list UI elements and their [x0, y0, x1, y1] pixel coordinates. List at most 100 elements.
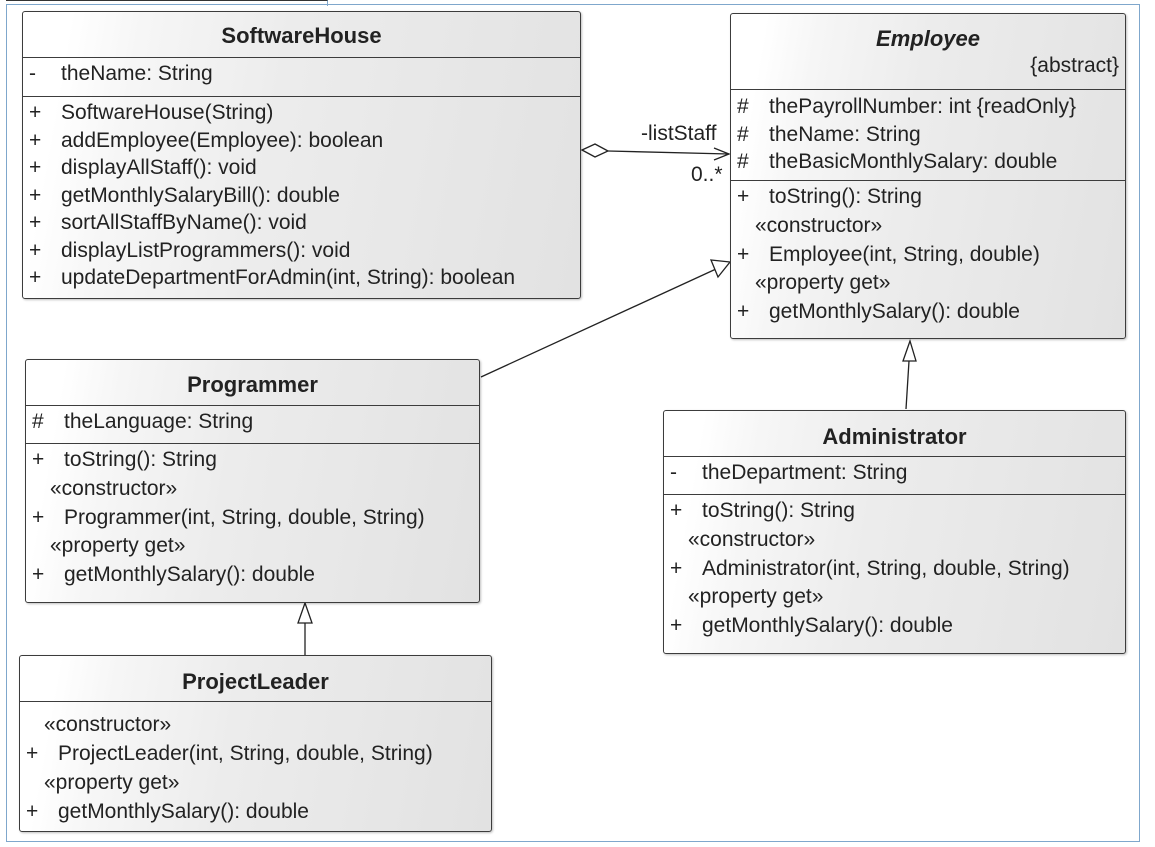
- attribute-row: - theDepartment: String: [664, 459, 1125, 487]
- association-role-label: -listStaff: [641, 122, 717, 145]
- visibility-marker: +: [737, 242, 750, 266]
- class-softwarehouse[interactable]: SoftwareHouse - theName: String +Softwar…: [22, 11, 581, 299]
- property-get-stereotype: «property get»: [688, 585, 824, 608]
- operation-row: +getMonthlySalary(): double: [664, 612, 1125, 640]
- visibility-marker: +: [670, 499, 683, 522]
- visibility-marker: +: [29, 128, 42, 152]
- attribute-text: theBasicMonthlySalary: double: [769, 150, 1058, 173]
- class-name: Administrator: [822, 424, 967, 449]
- attribute-row: - theName: String: [23, 60, 580, 88]
- visibility-marker: +: [32, 563, 45, 586]
- property-get-stereotype: «property get»: [50, 534, 186, 557]
- visibility-marker: #: [32, 410, 44, 433]
- class-header: Programmer: [26, 360, 479, 406]
- visibility-marker: +: [29, 183, 42, 207]
- class-employee[interactable]: Employee {abstract} #thePayrollNumber: i…: [730, 13, 1126, 339]
- operation-text: displayAllStaff(): void: [61, 156, 257, 179]
- class-header: ProjectLeader: [20, 656, 491, 702]
- class-header: Administrator: [664, 411, 1125, 457]
- operation-row: + getMonthlySalary(): double: [20, 798, 491, 826]
- class-projectleader[interactable]: ProjectLeader «constructor» + ProjectLead…: [19, 655, 492, 832]
- class-name: Employee: [876, 26, 980, 51]
- visibility-marker: +: [29, 266, 42, 289]
- operations-compartment: +toString(): String «constructor» + Progr…: [26, 444, 479, 592]
- attribute-text: theName: String: [769, 122, 921, 146]
- operations-compartment: «constructor» + ProjectLeader(int, String…: [20, 702, 491, 828]
- constructor-stereotype: «constructor»: [50, 476, 178, 500]
- visibility-marker: -: [670, 461, 677, 484]
- operation-row: + addEmployee(Employee): boolean: [23, 127, 580, 155]
- class-administrator[interactable]: Administrator - theDepartment: String + to…: [663, 410, 1126, 654]
- visibility-marker: +: [737, 185, 750, 208]
- property-get-stereotype: «property get»: [44, 770, 180, 794]
- visibility-marker: #: [737, 95, 749, 118]
- attribute-text: theName: String: [61, 62, 213, 85]
- diagram-frame: [6, 4, 1140, 842]
- visibility-marker: #: [737, 122, 749, 146]
- operation-text: Programmer(int, String, double, String): [64, 505, 425, 529]
- operation-row: + toString(): String: [731, 183, 1125, 211]
- constructor-stereotype: «constructor»: [44, 713, 172, 736]
- operation-text: toString(): String: [702, 499, 855, 522]
- visibility-marker: +: [29, 101, 42, 124]
- class-programmer[interactable]: Programmer # theLanguage: String +toStrin…: [25, 359, 480, 603]
- constructor-stereotype: «constructor»: [688, 527, 816, 551]
- attribute-row: # theBasicMonthlySalary: double: [731, 148, 1125, 176]
- operation-text: getMonthlySalary(): double: [58, 799, 309, 823]
- operation-text: ProjectLeader(int, String, double, Strin…: [58, 742, 433, 765]
- attribute-text: theDepartment: String: [702, 461, 908, 484]
- attribute-row: # theName: String: [731, 121, 1125, 149]
- operation-row: + sortAllStaffByName(): void: [23, 209, 580, 237]
- operation-row: + Employee(int, String, double): [731, 241, 1125, 269]
- attribute-row: # theLanguage: String: [26, 408, 479, 436]
- operation-text: Employee(int, String, double): [769, 242, 1040, 266]
- generalization-programmer-arrowhead: [709, 259, 732, 279]
- generalization-administrator-line: [905, 360, 910, 410]
- visibility-marker: +: [29, 156, 42, 179]
- operation-text: toString(): String: [769, 185, 922, 208]
- operation-row: + displayListProgrammers(): void: [23, 237, 580, 265]
- diagram-frame-tab: [6, 0, 328, 6]
- operation-text: addEmployee(Employee): boolean: [61, 128, 384, 152]
- operations-compartment: + toString(): String «constructor» + Emplo…: [731, 181, 1125, 329]
- attribute-text: theLanguage: String: [64, 410, 254, 433]
- operation-row: +SoftwareHouse(String): [23, 99, 580, 127]
- attributes-compartment: - theName: String: [23, 58, 580, 97]
- operation-row: + ProjectLeader(int, String, double, Stri…: [20, 740, 491, 768]
- visibility-marker: +: [29, 211, 42, 234]
- navigability-arrow: [713, 147, 731, 161]
- operation-row: + displayAllStaff(): void: [23, 154, 580, 182]
- operation-row: +getMonthlySalary(): double: [731, 298, 1125, 326]
- operation-row: + getMonthlySalary(): double: [26, 561, 479, 589]
- visibility-marker: +: [670, 556, 683, 580]
- visibility-marker: +: [29, 238, 42, 262]
- visibility-marker: +: [32, 448, 45, 471]
- generalization-programmer-line: [480, 268, 717, 378]
- visibility-marker: +: [32, 505, 45, 529]
- operations-compartment: + toString(): String «constructor» +Admin…: [664, 495, 1125, 643]
- class-name: SoftwareHouse: [221, 23, 382, 48]
- operation-text: getMonthlySalary(): double: [64, 563, 315, 586]
- attributes-compartment: - theDepartment: String: [664, 457, 1125, 495]
- operation-text: getMonthlySalary(): double: [702, 614, 953, 637]
- visibility-marker: +: [26, 799, 39, 823]
- operation-row: + Programmer(int, String, double, String): [26, 504, 479, 532]
- class-name: ProjectLeader: [182, 669, 329, 694]
- constructor-stereotype: «constructor»: [755, 213, 883, 237]
- visibility-marker: #: [737, 150, 749, 173]
- generalization-projectleader-arrowhead: [297, 601, 313, 624]
- operation-row: +toString(): String: [26, 446, 479, 474]
- operation-text: sortAllStaffByName(): void: [61, 211, 307, 234]
- visibility-marker: -: [29, 62, 36, 85]
- abstract-label: {abstract}: [1030, 54, 1119, 77]
- property-get-stereotype: «property get»: [755, 271, 891, 294]
- attribute-row: #thePayrollNumber: int {readOnly}: [731, 93, 1125, 121]
- attributes-compartment: # theLanguage: String: [26, 406, 479, 444]
- operations-compartment: +SoftwareHouse(String) + addEmployee(Empl…: [23, 97, 580, 295]
- association-multiplicity-label: 0..*: [691, 163, 723, 186]
- visibility-marker: +: [26, 742, 39, 765]
- operation-text: displayListProgrammers(): void: [61, 238, 351, 262]
- operation-row: +Administrator(int, String, double, Stri…: [664, 555, 1125, 583]
- aggregation-diamond: [580, 143, 610, 158]
